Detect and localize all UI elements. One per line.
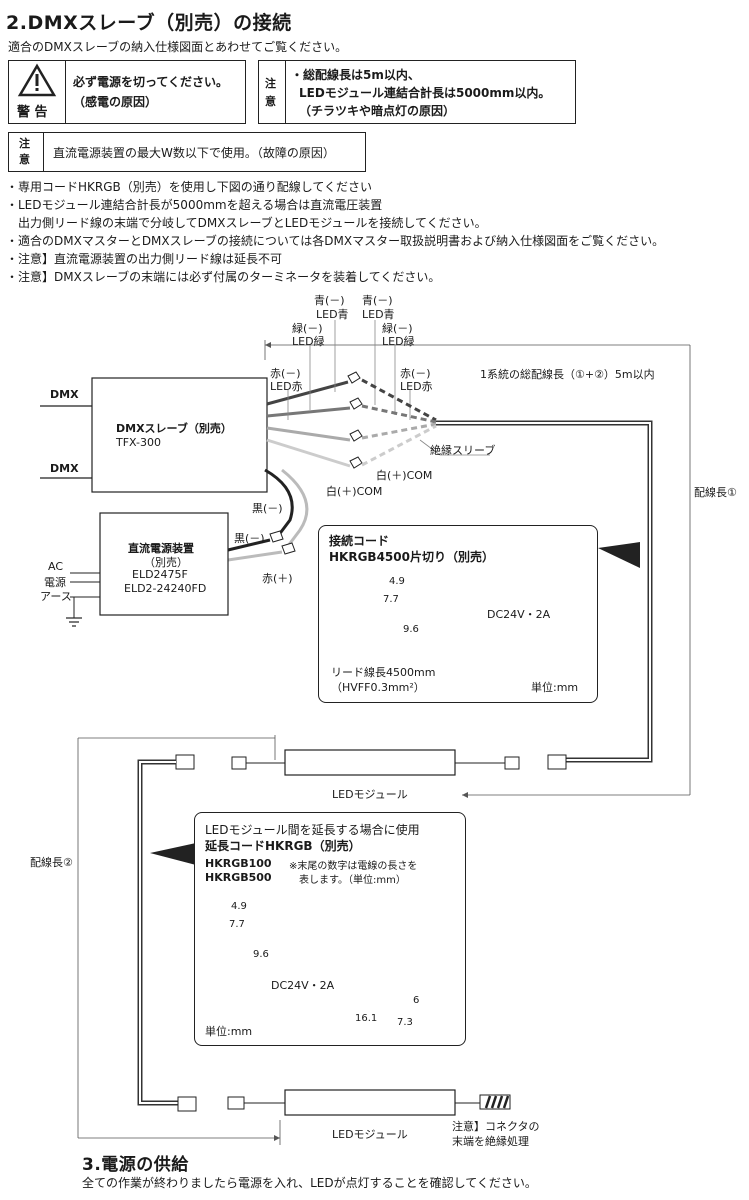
callout1-lead-spec: （HVFF0.3mm²） — [331, 681, 425, 694]
note-line-2: ・LEDモジュール連結合計長が5000mmを超える場合は直流電圧装置 — [6, 198, 383, 212]
warning-label: 警 告 — [17, 105, 48, 120]
caution-box-2: 注 意 直流電源装置の最大W数以下で使用。（故障の原因） — [8, 132, 366, 172]
caution2-text: 直流電源装置の最大W数以下で使用。（故障の原因） — [53, 146, 335, 160]
caution-tag-1: 注 意 — [265, 77, 276, 108]
callout2-line1: LEDモジュール間を延長する場合に使用 — [205, 823, 420, 837]
label-red-right-2: LED赤 — [400, 380, 433, 393]
caution1-line1: ・総配線長は5m以内、 — [291, 68, 420, 82]
black-minus-1: 黒(－) — [252, 502, 283, 515]
callout2-note2: 表します。（単位:mm） — [299, 875, 406, 886]
caution-tag-2: 注 意 — [19, 137, 30, 166]
callout2-line2: 延長コードHKRGB（別売） — [205, 839, 361, 853]
white-com-left: 白(＋)COM — [326, 485, 383, 498]
callout1-dim-96: 9.6 — [403, 624, 419, 635]
wiring-length-1: 配線長① — [694, 486, 737, 499]
label-blue-right: 青(－) — [362, 294, 393, 307]
callout2-dim-73: 7.3 — [397, 1017, 413, 1028]
callout1-title2: HKRGB4500片切り（別売） — [329, 550, 494, 564]
dmx-slave-box — [91, 377, 268, 493]
psu-title: 直流電源装置 — [128, 542, 194, 555]
callout2-note1: ※末尾の数字は電線の長さを — [289, 861, 418, 872]
white-com-right: 白(＋)COM — [376, 469, 433, 482]
label-green-left-2: LED緑 — [292, 335, 325, 348]
black-minus-2: 黒(－) — [234, 532, 265, 545]
total-length-note: 1系統の総配線長（①+②）5m以内 — [480, 368, 655, 381]
label-green-right: 緑(－) — [382, 322, 413, 335]
psu-box — [99, 512, 229, 616]
slave-name: DMXスレーブ（別売） — [116, 422, 232, 435]
label-blue-right-2: LED青 — [362, 308, 395, 321]
red-plus-label: 赤(＋) — [262, 572, 293, 585]
caution-box-1: 注 意 ・総配線長は5m以内、 LEDモジュール連結合計長は5000mm以内。 … — [258, 60, 576, 124]
section-subtitle: 適合のDMXスレーブの納入仕様図面とあわせてご覧ください。 — [8, 40, 348, 54]
note-line-4: ・適合のDMXマスターとDMXスレーブの接続については各DMXマスター取扱説明書… — [6, 234, 665, 248]
psu-model-2: ELD2-24240FD — [124, 582, 207, 595]
note-line-3: 出力側リード線の末端で分岐してDMXスレーブとLEDモジュールを接続してください… — [6, 216, 487, 230]
callout1-title1: 接続コード — [329, 534, 390, 548]
ac-power-label: 電源 — [44, 576, 66, 589]
section3-title: 3.電源の供給 — [82, 1155, 189, 1175]
note-line-6: ・注意】DMXスレーブの末端には必ず付属のターミネータを装着してください。 — [6, 270, 441, 284]
label-red-left-2: LED赤 — [270, 380, 303, 393]
callout1-dim-49: 4.9 — [389, 576, 405, 587]
callout2-dim-6: 6 — [413, 995, 420, 1006]
callout-connection-cord: 接続コード HKRGB4500片切り（別売） 4.9 7.7 9.6 DC24V… — [318, 525, 598, 703]
label-red-left: 赤(－) — [270, 367, 301, 380]
psu-model-1: ELD2475F — [132, 568, 188, 581]
callout1-unit: 単位:mm — [531, 681, 579, 694]
warning-line2: （感電の原因） — [73, 95, 158, 109]
section-title: 2.DMXスレーブ（別売）の接続 — [6, 12, 292, 34]
callout2-dim-49: 4.9 — [231, 901, 247, 912]
note-line-5: ・注意】直流電源装置の出力側リード線は延長不可 — [6, 252, 283, 266]
label-red-right: 赤(－) — [400, 367, 431, 380]
wiring-length-2: 配線長② — [30, 856, 73, 869]
led-module-1-shape — [284, 749, 456, 776]
callout2-dim-96: 9.6 — [253, 949, 269, 960]
warning-box: 警 告 必ず電源を切ってください。 （感電の原因） — [8, 60, 246, 124]
callout2-unit: 単位:mm — [205, 1025, 253, 1038]
note-line-1: ・専用コードHKRGB（別売）を使用し下図の通り配線してください — [6, 180, 373, 194]
dmx-in-label: DMX — [50, 388, 79, 401]
caution1-line2: LEDモジュール連結合計長は5000mm以内。 — [299, 86, 551, 100]
callout1-dim-77: 7.7 — [383, 594, 399, 605]
warning-triangle-icon — [17, 63, 57, 97]
caution1-line3: （チラツキや暗点灯の原因） — [299, 104, 456, 118]
warning-line1: 必ず電源を切ってください。 — [73, 75, 229, 89]
callout1-voltage: DC24V・2A — [487, 608, 551, 621]
insulation-sleeve-label: 絶縁スリーブ — [430, 444, 496, 457]
section3-text: 全ての作業が終わりましたら電源を入れ、LEDが点灯することを確認してください。 — [82, 1176, 537, 1190]
led-module-1-label: LEDモジュール — [332, 788, 408, 801]
label-green-left: 緑(－) — [292, 322, 323, 335]
psu-note: （別売） — [144, 556, 188, 569]
slave-model: TFX-300 — [116, 436, 161, 449]
ac-label: AC — [48, 560, 64, 573]
label-green-right-2: LED緑 — [382, 335, 415, 348]
label-blue-left: 青(－) — [314, 294, 345, 307]
end-note-1: 注意】コネクタの — [452, 1120, 540, 1133]
callout1-lead-length: リード線長4500mm — [331, 666, 436, 679]
dmx-out-label: DMX — [50, 462, 79, 475]
callout2-model1: HKRGB100 — [205, 857, 272, 870]
callout-extension-cord: LEDモジュール間を延長する場合に使用 延長コードHKRGB（別売） HKRGB… — [194, 812, 466, 1046]
led-module-2-shape — [284, 1089, 456, 1116]
warning-icon-cell: 警 告 — [9, 61, 66, 123]
end-note-2: 末端を絶縁処理 — [452, 1135, 529, 1148]
led-module-2-label: LEDモジュール — [332, 1128, 408, 1141]
callout2-dim-161: 16.1 — [355, 1013, 378, 1024]
label-blue-left-2: LED青 — [316, 308, 349, 321]
callout2-voltage: DC24V・2A — [271, 979, 335, 992]
callout2-model2: HKRGB500 — [205, 871, 272, 884]
earth-label: アース — [40, 590, 72, 603]
callout2-dim-77: 7.7 — [229, 919, 245, 930]
